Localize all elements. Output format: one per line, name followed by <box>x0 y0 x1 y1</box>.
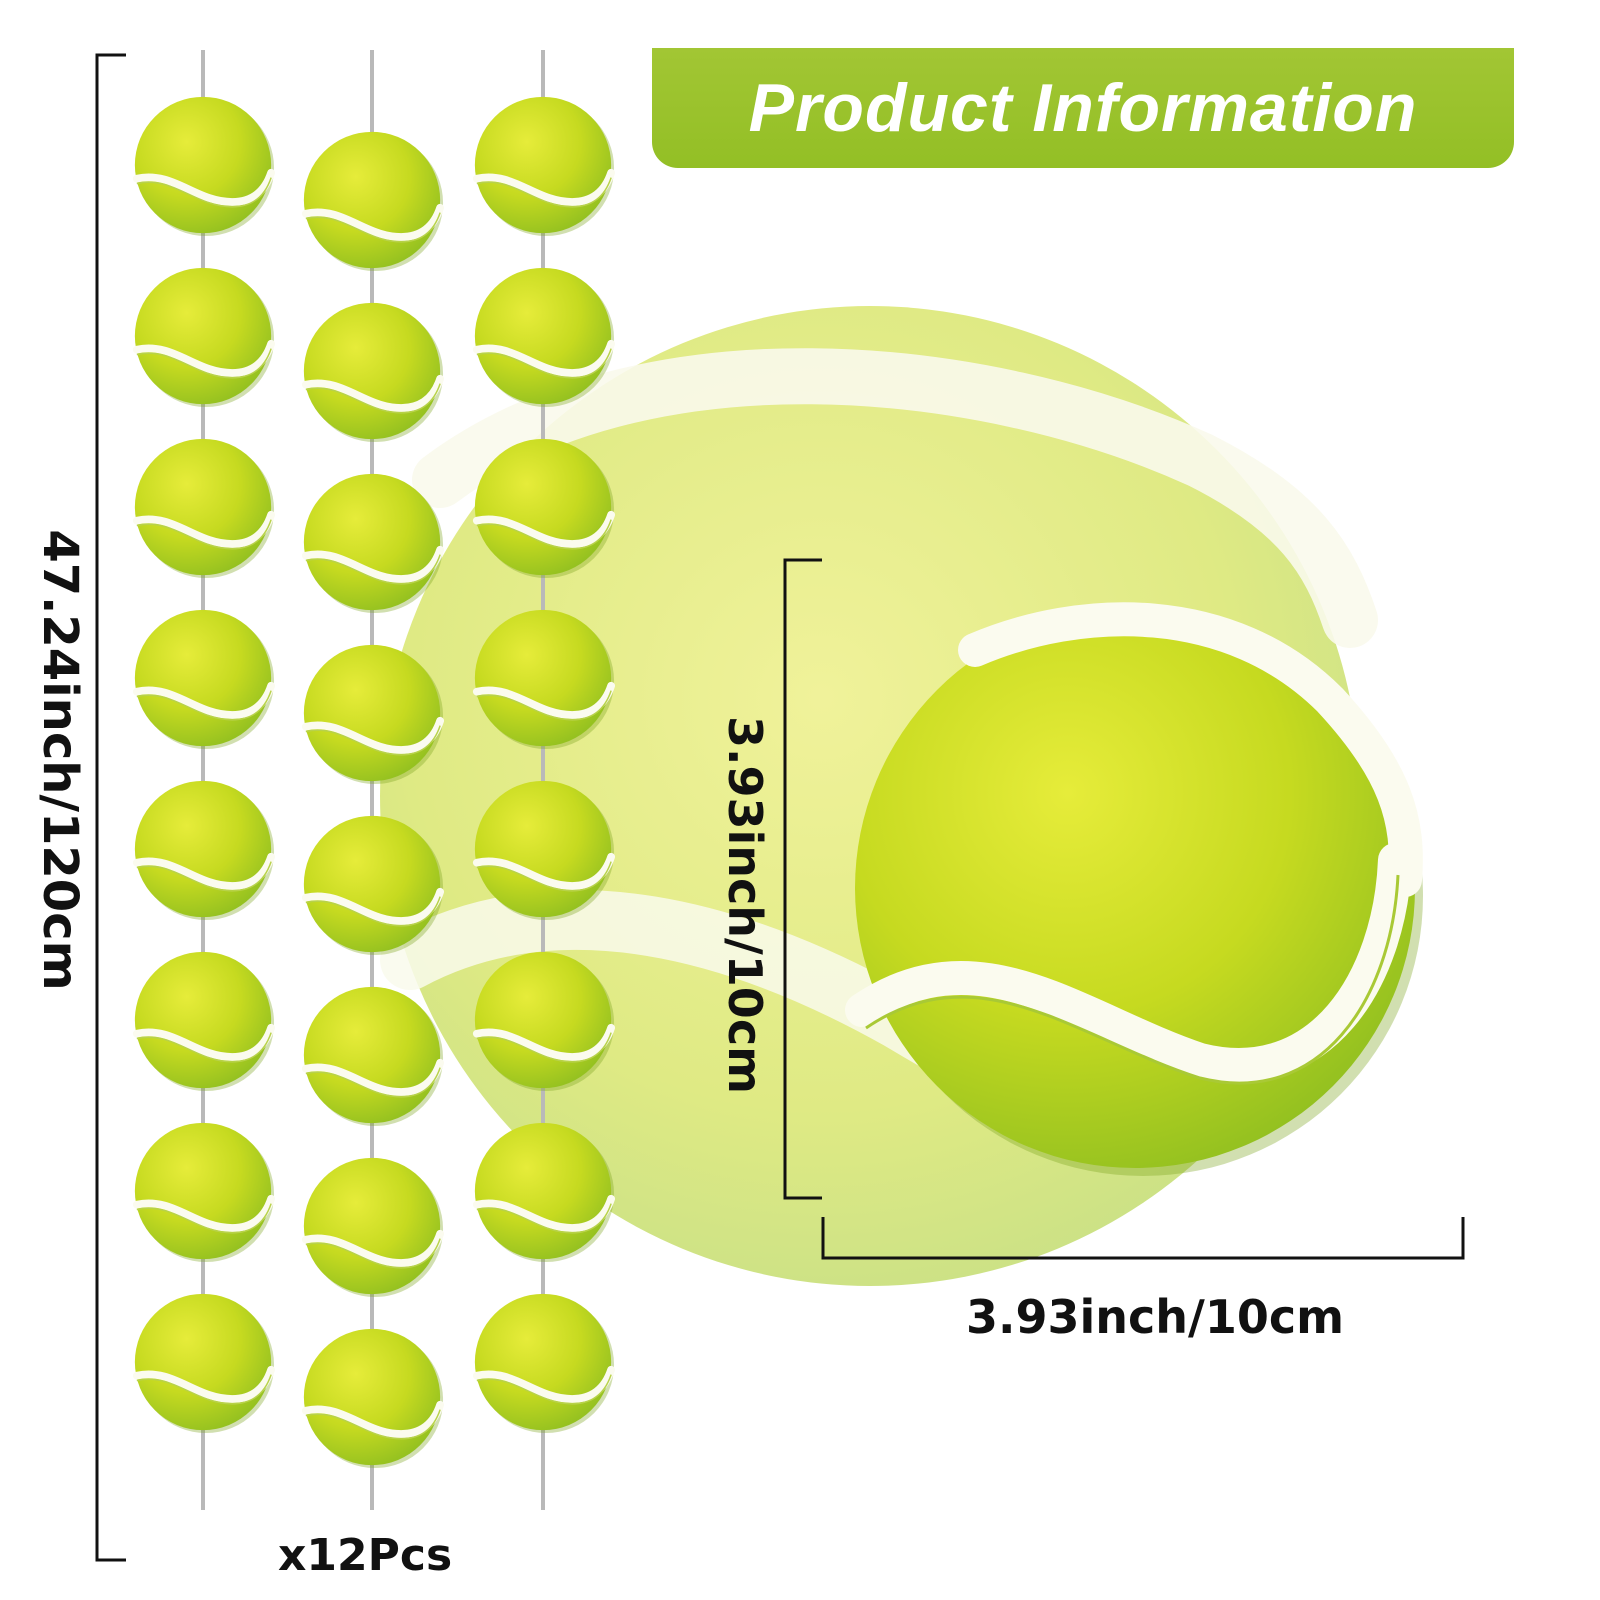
garland-length-label: 47.24inch/120cm <box>32 529 88 991</box>
tennis-ball-icon <box>475 268 614 407</box>
tennis-ball-icon <box>304 303 443 442</box>
tennis-ball-icon <box>304 987 443 1126</box>
tennis-ball-icon <box>135 952 274 1091</box>
quantity-label: x12Pcs <box>278 1530 453 1581</box>
tennis-ball-icon <box>475 97 614 236</box>
tennis-ball-icon <box>135 97 274 236</box>
ball-width-label: 3.93inch/10cm <box>966 1290 1345 1344</box>
tennis-ball-icon <box>475 1294 614 1433</box>
tennis-ball-icon <box>135 439 274 578</box>
tennis-ball-icon <box>304 1329 443 1468</box>
width-bracket <box>821 1217 1465 1260</box>
length-bracket <box>95 53 126 1562</box>
page-title: Product Information <box>748 70 1418 146</box>
tennis-ball-icon <box>135 1294 274 1433</box>
tennis-ball-icon <box>135 781 274 920</box>
tennis-ball-icon <box>135 268 274 407</box>
tennis-ball-icon <box>304 1158 443 1297</box>
ball-height-label: 3.93inch/10cm <box>718 715 772 1095</box>
tennis-ball-icon <box>135 1123 274 1262</box>
garland-strands <box>135 50 614 1510</box>
product-info-banner: Product Information <box>652 48 1514 168</box>
height-bracket <box>783 558 822 1200</box>
tennis-ball-icon <box>304 132 443 271</box>
tennis-ball-icon <box>135 610 274 749</box>
tennis-ball-icon <box>845 602 1423 1176</box>
